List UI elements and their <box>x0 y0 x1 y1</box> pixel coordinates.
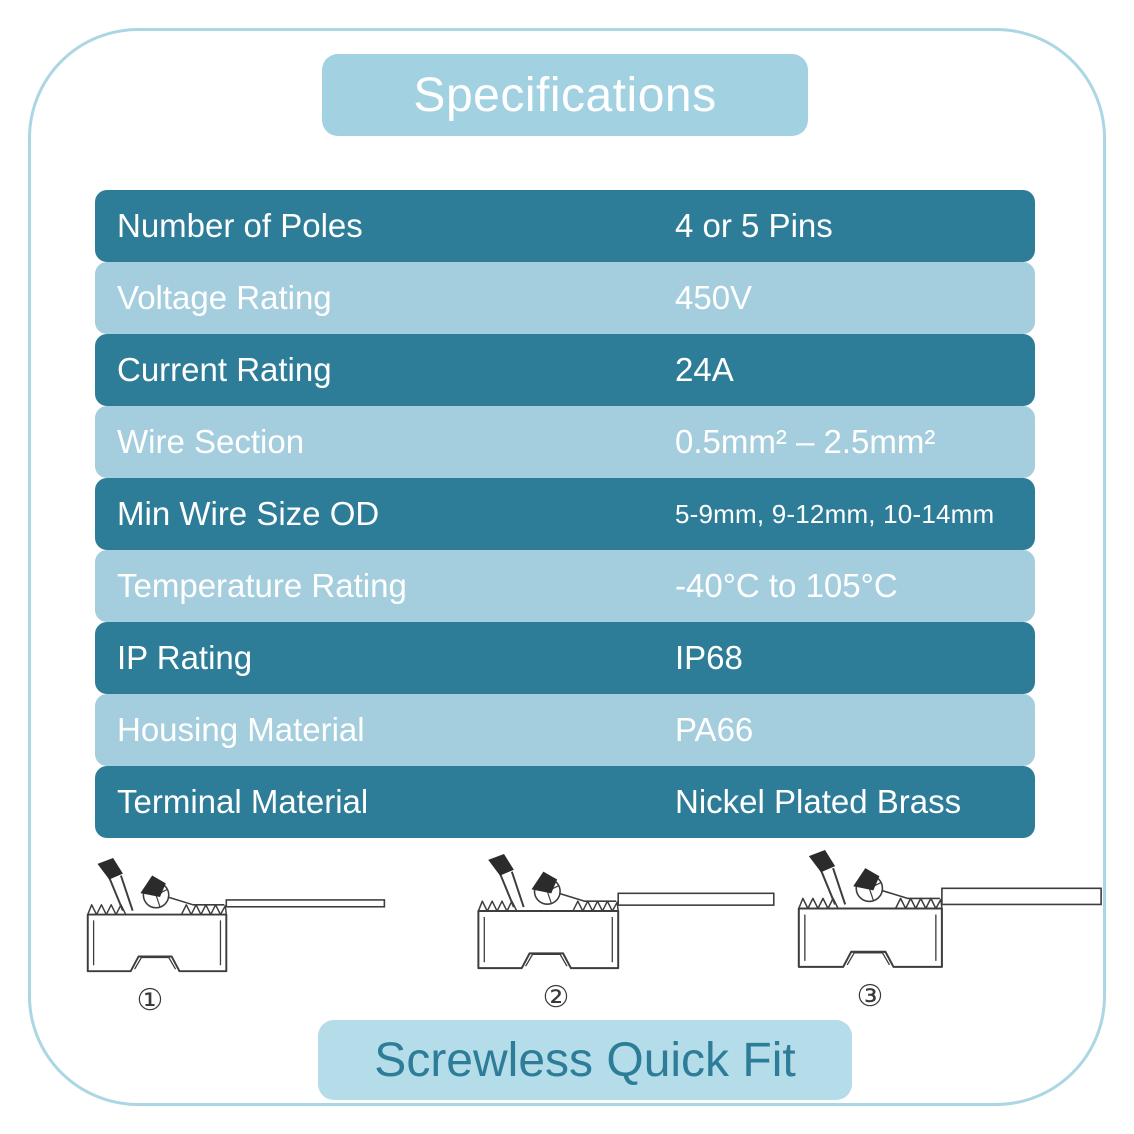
spec-value: 24A <box>675 351 734 388</box>
spec-row-min-wire-size-od: Min Wire Size OD 5-9mm, 9-12mm, 10-14mm <box>95 478 1035 550</box>
spec-row-terminal-material: Terminal Material Nickel Plated Brass <box>95 766 1035 838</box>
spec-value: Nickel Plated Brass <box>675 783 962 820</box>
spec-row-voltage-rating: Voltage Rating 450V <box>95 262 1035 334</box>
spec-row-housing-material: Housing Material PA66 <box>95 694 1035 766</box>
step-number-3: ③ <box>856 980 884 1013</box>
page-title: Specifications <box>413 68 717 122</box>
connector-diagram-3: ③ <box>788 846 1128 1014</box>
wire-thick <box>941 887 1102 906</box>
spec-row-current-rating: Current Rating 24A <box>95 334 1035 406</box>
spec-row-number-of-poles: Number of Poles 4 or 5 Pins <box>95 190 1035 262</box>
spec-label: Current Rating <box>117 351 332 388</box>
spec-label: Number of Poles <box>117 207 363 244</box>
footer-title: Screwless Quick Fit <box>374 1033 796 1087</box>
spec-value: PA66 <box>675 711 754 748</box>
wire-thin <box>225 899 386 908</box>
spec-value: IP68 <box>675 639 743 676</box>
wire-medium <box>617 892 775 906</box>
spec-row-ip-rating: IP Rating IP68 <box>95 622 1035 694</box>
spec-value: 4 or 5 Pins <box>675 207 833 244</box>
step-number-2: ② <box>542 981 570 1014</box>
title-banner: Specifications <box>322 54 808 136</box>
footer-banner: Screwless Quick Fit <box>318 1020 852 1100</box>
spec-label: Terminal Material <box>117 783 369 820</box>
connector-drawing-icon <box>797 849 1102 968</box>
spec-label: Housing Material <box>117 711 365 748</box>
spec-label: Wire Section <box>117 423 305 460</box>
spec-row-temperature-rating: Temperature Rating -40°C to 105°C <box>95 550 1035 622</box>
step-number-1: ① <box>136 984 164 1017</box>
spec-row-wire-section: Wire Section 0.5mm² – 2.5mm² <box>95 406 1035 478</box>
connector-drawing-icon <box>477 852 775 970</box>
spec-table: Number of Poles 4 or 5 Pins Voltage Rati… <box>95 190 1035 838</box>
spec-label: Temperature Rating <box>117 567 407 604</box>
connector-drawing-icon <box>86 857 386 973</box>
rounded-border-frame <box>28 28 1106 1106</box>
spec-value: 450V <box>675 279 753 316</box>
spec-label: Voltage Rating <box>117 279 332 316</box>
connector-diagram-2: ② <box>468 850 808 1015</box>
spec-value: -40°C to 105°C <box>675 567 898 604</box>
spec-label: Min Wire Size OD <box>117 495 380 532</box>
connector-diagram-1: ① <box>78 854 418 1018</box>
spec-value: 0.5mm² – 2.5mm² <box>675 423 936 460</box>
spec-value: 5-9mm, 9-12mm, 10-14mm <box>675 498 995 529</box>
spec-label: IP Rating <box>117 639 253 676</box>
